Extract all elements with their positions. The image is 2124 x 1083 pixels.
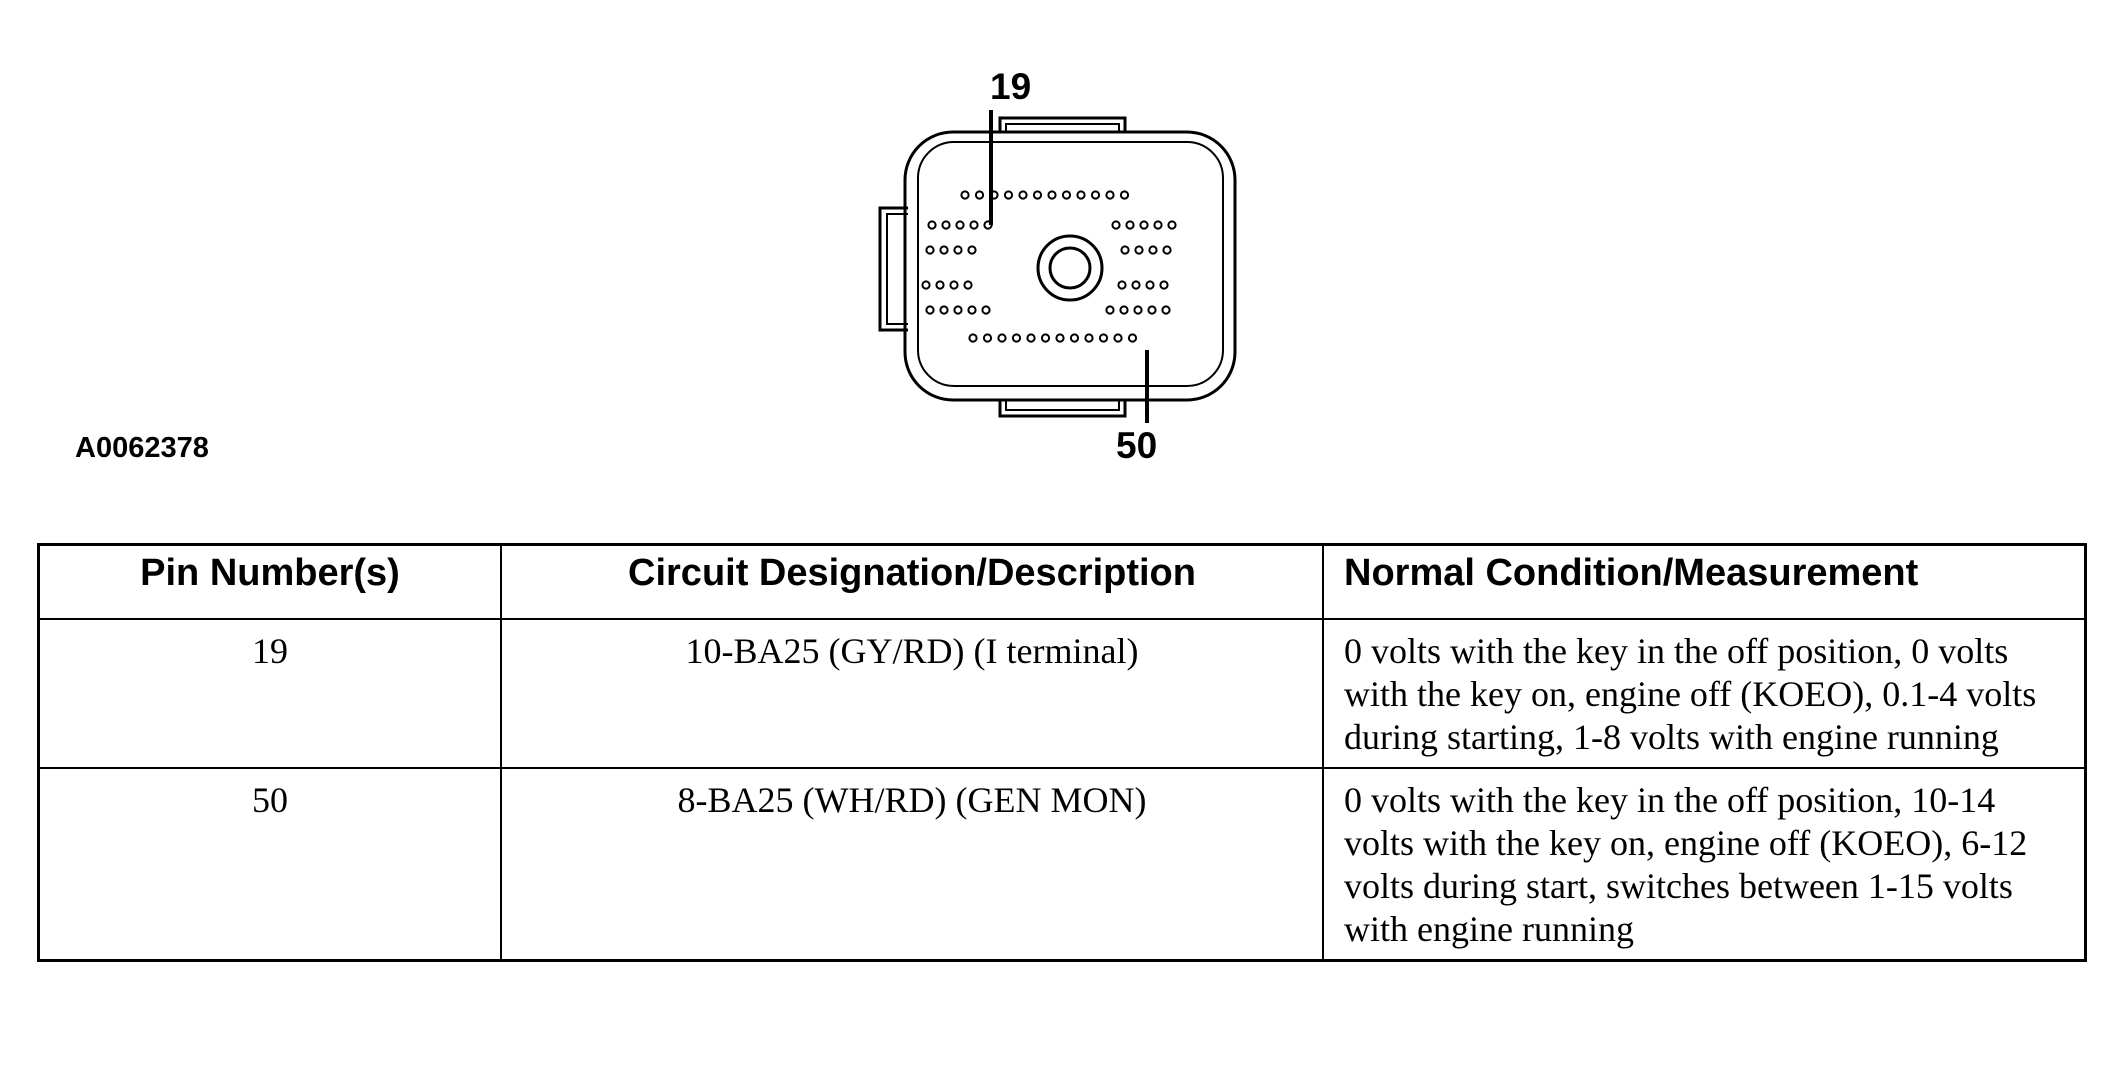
pin-hole	[935, 280, 945, 290]
pin-hole	[1098, 333, 1109, 343]
pin-number-cell: 50	[37, 767, 502, 962]
connector-diagram	[878, 110, 1237, 423]
pin-hole	[953, 305, 963, 315]
pin-hole	[1145, 280, 1155, 290]
pin-hole	[1161, 305, 1171, 315]
pin-hole	[949, 280, 959, 290]
pin-hole	[1084, 333, 1094, 343]
pin-hole	[974, 190, 985, 200]
pin-hole	[1117, 280, 1127, 290]
pin-hole	[1011, 333, 1022, 343]
pin-hole	[1162, 245, 1172, 255]
pin-hole	[1047, 190, 1057, 200]
pin-hole	[1090, 190, 1101, 200]
pin-hole	[960, 190, 970, 200]
pin-hole	[981, 305, 991, 315]
pin-hole	[968, 333, 978, 343]
header-circuit: Circuit Designation/Description	[500, 543, 1324, 620]
table-row: 50 8-BA25 (WH/RD) (GEN MON) 0 volts with…	[37, 767, 2087, 962]
pin-hole	[1105, 305, 1115, 315]
pin-hole	[1159, 280, 1169, 290]
pin-hole	[955, 220, 965, 230]
pin-hole	[969, 220, 979, 230]
pin-callout-50: 50	[1116, 425, 1158, 466]
pin-hole	[925, 245, 935, 255]
pin-hole	[1148, 245, 1158, 255]
pin-hole	[1119, 305, 1129, 315]
pin-hole	[1120, 245, 1130, 255]
pin-number-cell: 19	[37, 618, 502, 769]
header-pin-number: Pin Number(s)	[37, 543, 502, 620]
pin-hole	[953, 245, 963, 255]
pin-hole	[1069, 333, 1080, 343]
pin-hole	[1131, 280, 1141, 290]
circuit-cell: 10-BA25 (GY/RD) (I terminal)	[500, 618, 1324, 769]
figure-id: A0062378	[75, 432, 209, 464]
condition-cell: 0 volts with the key in the off position…	[1322, 767, 2087, 962]
pin-hole	[1113, 333, 1123, 343]
pin-hole	[1105, 190, 1115, 200]
circuit-cell: 8-BA25 (WH/RD) (GEN MON)	[500, 767, 1324, 962]
pin-hole	[921, 280, 931, 290]
pin-hole	[997, 333, 1007, 343]
pin-hole	[1018, 190, 1028, 200]
pin-hole	[1061, 190, 1072, 200]
pin-hole	[1139, 220, 1149, 230]
pin-hole	[1032, 190, 1043, 200]
pin-callout-19: 19	[990, 66, 1032, 107]
pin-table: Pin Number(s) Circuit Designation/Descri…	[37, 543, 2087, 962]
header-condition: Normal Condition/Measurement	[1322, 543, 2087, 620]
table-header-row: Pin Number(s) Circuit Designation/Descri…	[37, 543, 2087, 620]
pin-hole	[1134, 245, 1144, 255]
pin-hole	[939, 305, 949, 315]
pin-hole	[1133, 305, 1143, 315]
pin-hole	[925, 305, 935, 315]
pin-hole	[1003, 190, 1014, 200]
pin-hole	[963, 280, 973, 290]
pin-hole	[1153, 220, 1163, 230]
pin-hole	[1119, 190, 1130, 200]
condition-cell: 0 volts with the key in the off position…	[1322, 618, 2087, 769]
pin-hole	[1111, 220, 1121, 230]
pin-hole	[1026, 333, 1036, 343]
pin-hole	[1076, 190, 1086, 200]
pin-hole	[927, 220, 937, 230]
table-row: 19 10-BA25 (GY/RD) (I terminal) 0 volts …	[37, 618, 2087, 769]
pin-hole	[967, 305, 977, 315]
pin-hole	[941, 220, 951, 230]
pin-hole	[1055, 333, 1065, 343]
pin-hole	[982, 333, 993, 343]
pin-hole	[1167, 220, 1177, 230]
pin-hole	[1125, 220, 1135, 230]
pin-hole	[967, 245, 977, 255]
pin-hole	[1147, 305, 1157, 315]
pin-hole	[1040, 333, 1051, 343]
pin-hole	[1127, 333, 1138, 343]
pin-hole	[939, 245, 949, 255]
